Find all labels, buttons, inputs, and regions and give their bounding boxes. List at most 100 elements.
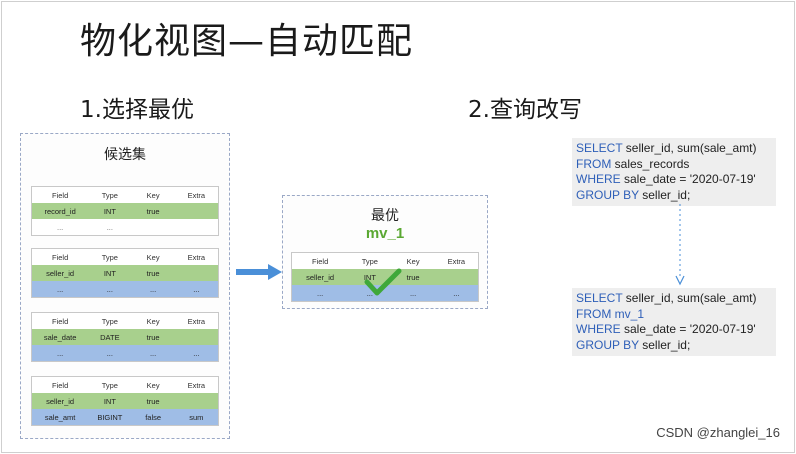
- table-cell: INT: [103, 268, 116, 278]
- step2-title: 2.查询改写: [468, 97, 582, 123]
- sql-text: seller_id, sum(sale_amt): [622, 291, 757, 305]
- candidate-schema-table: Field Type Key Extra sale_date DATE true......…: [31, 312, 219, 362]
- table-row: ......: [32, 219, 218, 235]
- table-row: ............: [32, 281, 218, 297]
- header-cell: Key: [146, 380, 160, 390]
- arrow-down-icon: [675, 204, 685, 286]
- header-cell: Field: [51, 190, 69, 200]
- table-row: sale_date DATE true: [32, 329, 218, 345]
- table-header-row: Field Type Key Extra: [32, 313, 218, 329]
- header-cell: Field: [311, 256, 329, 266]
- sql-original: SELECT seller_id, sum(sale_amt) FROM sal…: [572, 138, 776, 206]
- sql-text: seller_id;: [638, 187, 691, 202]
- sql-keyword: GROUP BY: [576, 337, 639, 352]
- check-icon: [364, 268, 402, 296]
- best-choice-title: 最优: [371, 208, 399, 224]
- table-cell: true: [146, 206, 160, 216]
- table-cell: true: [406, 272, 420, 282]
- sql-text: sale_date = '2020-07-19': [620, 172, 756, 186]
- sql-mv-name: mv_1: [611, 306, 645, 321]
- header-cell: Type: [361, 256, 378, 266]
- header-cell: Key: [146, 252, 160, 262]
- header-cell: Key: [146, 190, 160, 200]
- header-cell: Type: [101, 316, 118, 326]
- table-cell: ...: [149, 284, 157, 294]
- table-cell: INT: [363, 272, 376, 282]
- table-row: sale_amt BIGINT false sum: [32, 409, 218, 425]
- header-cell: Type: [101, 252, 118, 262]
- table-cell: seller_id: [46, 396, 75, 406]
- header-cell: Extra: [187, 252, 206, 262]
- table-cell: INT: [103, 396, 116, 406]
- header-cell: Extra: [187, 190, 206, 200]
- slide-title: 物化视图—自动匹配: [80, 21, 414, 62]
- table-row: ............: [292, 285, 478, 301]
- sql-keyword: WHERE: [576, 322, 621, 336]
- table-row: ............: [32, 345, 218, 361]
- table-cell: sale_amt: [44, 412, 76, 422]
- table-cell: ...: [106, 222, 113, 232]
- table-cell: true: [146, 396, 160, 406]
- best-mv-name: mv_1: [365, 225, 405, 242]
- table-cell: record_id: [44, 206, 76, 216]
- sql-keyword: WHERE: [576, 172, 621, 186]
- table-cell: false: [145, 412, 162, 422]
- table-cell: INT: [103, 206, 116, 216]
- header-cell: Key: [146, 316, 160, 326]
- table-cell: seller_id: [46, 268, 75, 278]
- header-cell: Key: [406, 256, 420, 266]
- sql-keyword: GROUP BY: [576, 187, 639, 202]
- table-cell: ...: [409, 288, 417, 298]
- table-cell: ...: [453, 288, 460, 298]
- sql-keyword: SELECT: [576, 291, 623, 305]
- table-row: record_id INT true: [32, 203, 218, 219]
- sql-keyword: FROM: [576, 306, 612, 321]
- sql-text: sales_records: [611, 156, 690, 171]
- table-cell: DATE: [100, 332, 120, 342]
- table-row: seller_id INT true: [32, 265, 218, 281]
- table-cell: true: [146, 268, 160, 278]
- header-cell: Field: [51, 380, 69, 390]
- table-row: seller_id INT true: [32, 393, 218, 409]
- header-cell: Extra: [187, 316, 206, 326]
- table-cell: true: [146, 332, 160, 342]
- table-cell: sum: [189, 412, 204, 422]
- table-cell: BIGINT: [97, 412, 123, 422]
- sql-keyword: FROM: [576, 156, 612, 171]
- best-choice-box: 最优 mv_1 Field Type Key Extra seller_id INT tru…: [282, 195, 488, 309]
- table-cell: ...: [56, 284, 64, 294]
- watermark: CSDN @zhanglei_16: [656, 425, 780, 440]
- header-cell: Extra: [187, 380, 206, 390]
- table-cell: ...: [193, 348, 200, 358]
- table-cell: ...: [193, 284, 200, 294]
- table-cell: ...: [149, 348, 157, 358]
- table-cell: ...: [56, 222, 64, 232]
- table-row: seller_id INT true: [292, 269, 478, 285]
- table-cell: ...: [106, 348, 113, 358]
- sql-rewritten: SELECT seller_id, sum(sale_amt) FROM mv_…: [572, 288, 776, 356]
- sql-keyword: SELECT: [576, 141, 623, 155]
- sql-text: seller_id;: [638, 337, 691, 352]
- header-cell: Field: [51, 316, 69, 326]
- table-cell: ...: [56, 348, 64, 358]
- header-cell: Extra: [447, 256, 466, 266]
- table-cell: seller_id: [306, 272, 335, 282]
- sql-text: sale_date = '2020-07-19': [620, 322, 756, 336]
- best-schema-table: Field Type Key Extra seller_id INT true.......…: [291, 252, 479, 302]
- table-header-row: Field Type Key Extra: [292, 253, 478, 269]
- table-cell: ...: [366, 288, 373, 298]
- candidate-set-title: 候选集: [104, 147, 146, 163]
- step1-title: 1.选择最优: [80, 97, 194, 123]
- table-cell: ...: [316, 288, 324, 298]
- sql-text: seller_id, sum(sale_amt): [622, 141, 757, 155]
- table-cell: ...: [106, 284, 113, 294]
- table-cell: sale_date: [43, 332, 77, 342]
